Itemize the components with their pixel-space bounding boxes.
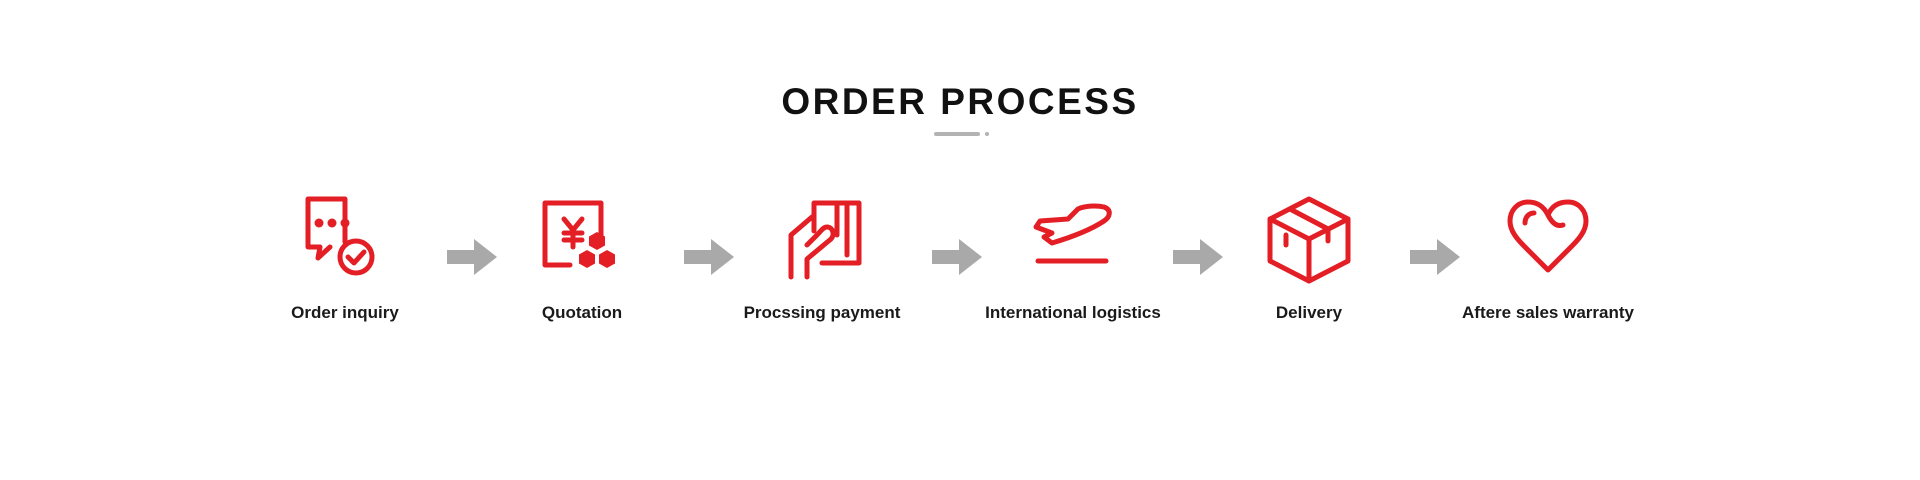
right-arrow-icon (1173, 239, 1223, 275)
heart-icon (1507, 199, 1589, 273)
step-order-inquiry: Order inquiry (225, 195, 465, 323)
package-box-icon (1267, 196, 1351, 284)
right-arrow-icon (684, 239, 734, 275)
step-quotation: Quotation (462, 195, 702, 323)
step-label: Aftere sales warranty (1462, 303, 1634, 322)
title-divider-dot (985, 132, 989, 136)
step-label: Quotation (541, 303, 623, 322)
airplane-takeoff-icon (1033, 203, 1112, 264)
step-label: Procssing payment (743, 303, 901, 322)
right-arrow-icon (932, 239, 982, 275)
step-label: International logistics (985, 303, 1161, 322)
right-arrow-icon (1410, 239, 1460, 275)
section-title: ORDER PROCESS (781, 81, 1139, 122)
chat-check-icon (305, 196, 375, 276)
step-label: Delivery (1275, 303, 1343, 322)
step-international-logistics: International logistics (953, 195, 1193, 323)
step-delivery: Delivery (1189, 195, 1429, 323)
step-processing-payment: Procssing payment (702, 195, 942, 323)
yen-quotation-icon (542, 200, 615, 268)
step-after-sales-warranty: Aftere sales warranty (1428, 195, 1668, 323)
right-arrow-icon (447, 239, 497, 275)
step-label: Order inquiry (291, 303, 399, 322)
hand-card-icon (788, 200, 862, 280)
title-divider-line (934, 132, 980, 136)
